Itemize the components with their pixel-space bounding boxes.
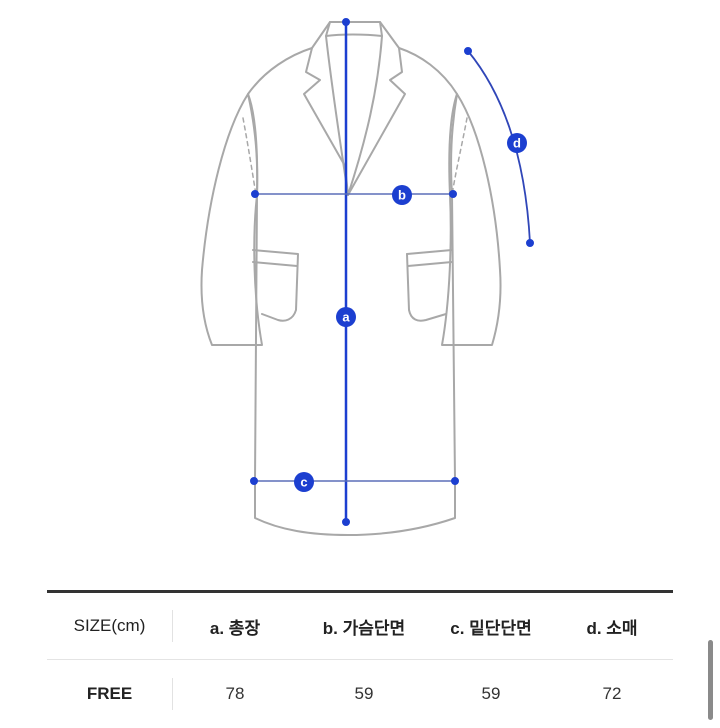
header-hem-width: c. 밑단단면 [450, 618, 532, 638]
svg-text:b: b [398, 188, 406, 203]
header-chest-width: b. 가슴단면 [322, 618, 406, 638]
value-total-length: 78 [225, 684, 245, 703]
measurement-badges: a b c d [294, 133, 527, 492]
header-size-unit: SIZE(cm) [73, 616, 146, 635]
coat-measurement-diagram: a b c d [200, 18, 534, 536]
value-sleeve: 72 [602, 684, 622, 703]
value-hem-width: 59 [481, 684, 501, 703]
header-total-length: a. 총장 [209, 618, 261, 638]
svg-text:d: d [513, 136, 521, 151]
header-sleeve: d. 소매 [586, 618, 638, 638]
measurement-lines [250, 18, 534, 526]
badge-b: b [392, 185, 412, 205]
size-free: FREE [86, 684, 133, 703]
svg-text:a: a [342, 310, 350, 325]
size-table: SIZE(cm) a. 총장 b. 가슴단면 c. 밑단단면 d. 소매 FRE… [47, 590, 673, 728]
table-row: FREE 78 59 59 72 [47, 660, 673, 728]
badge-d: d [507, 133, 527, 153]
svg-text:c: c [300, 475, 307, 490]
coat-outline [200, 21, 502, 536]
column-divider [172, 678, 173, 710]
table-top-rule [47, 590, 673, 593]
column-divider [172, 610, 173, 642]
badge-c: c [294, 472, 314, 492]
badge-a: a [336, 307, 356, 327]
vertical-scrollbar[interactable] [708, 640, 713, 720]
table-header-row: SIZE(cm) a. 총장 b. 가슴단면 c. 밑단단면 d. 소매 [47, 593, 673, 660]
value-chest-width: 59 [354, 684, 374, 703]
